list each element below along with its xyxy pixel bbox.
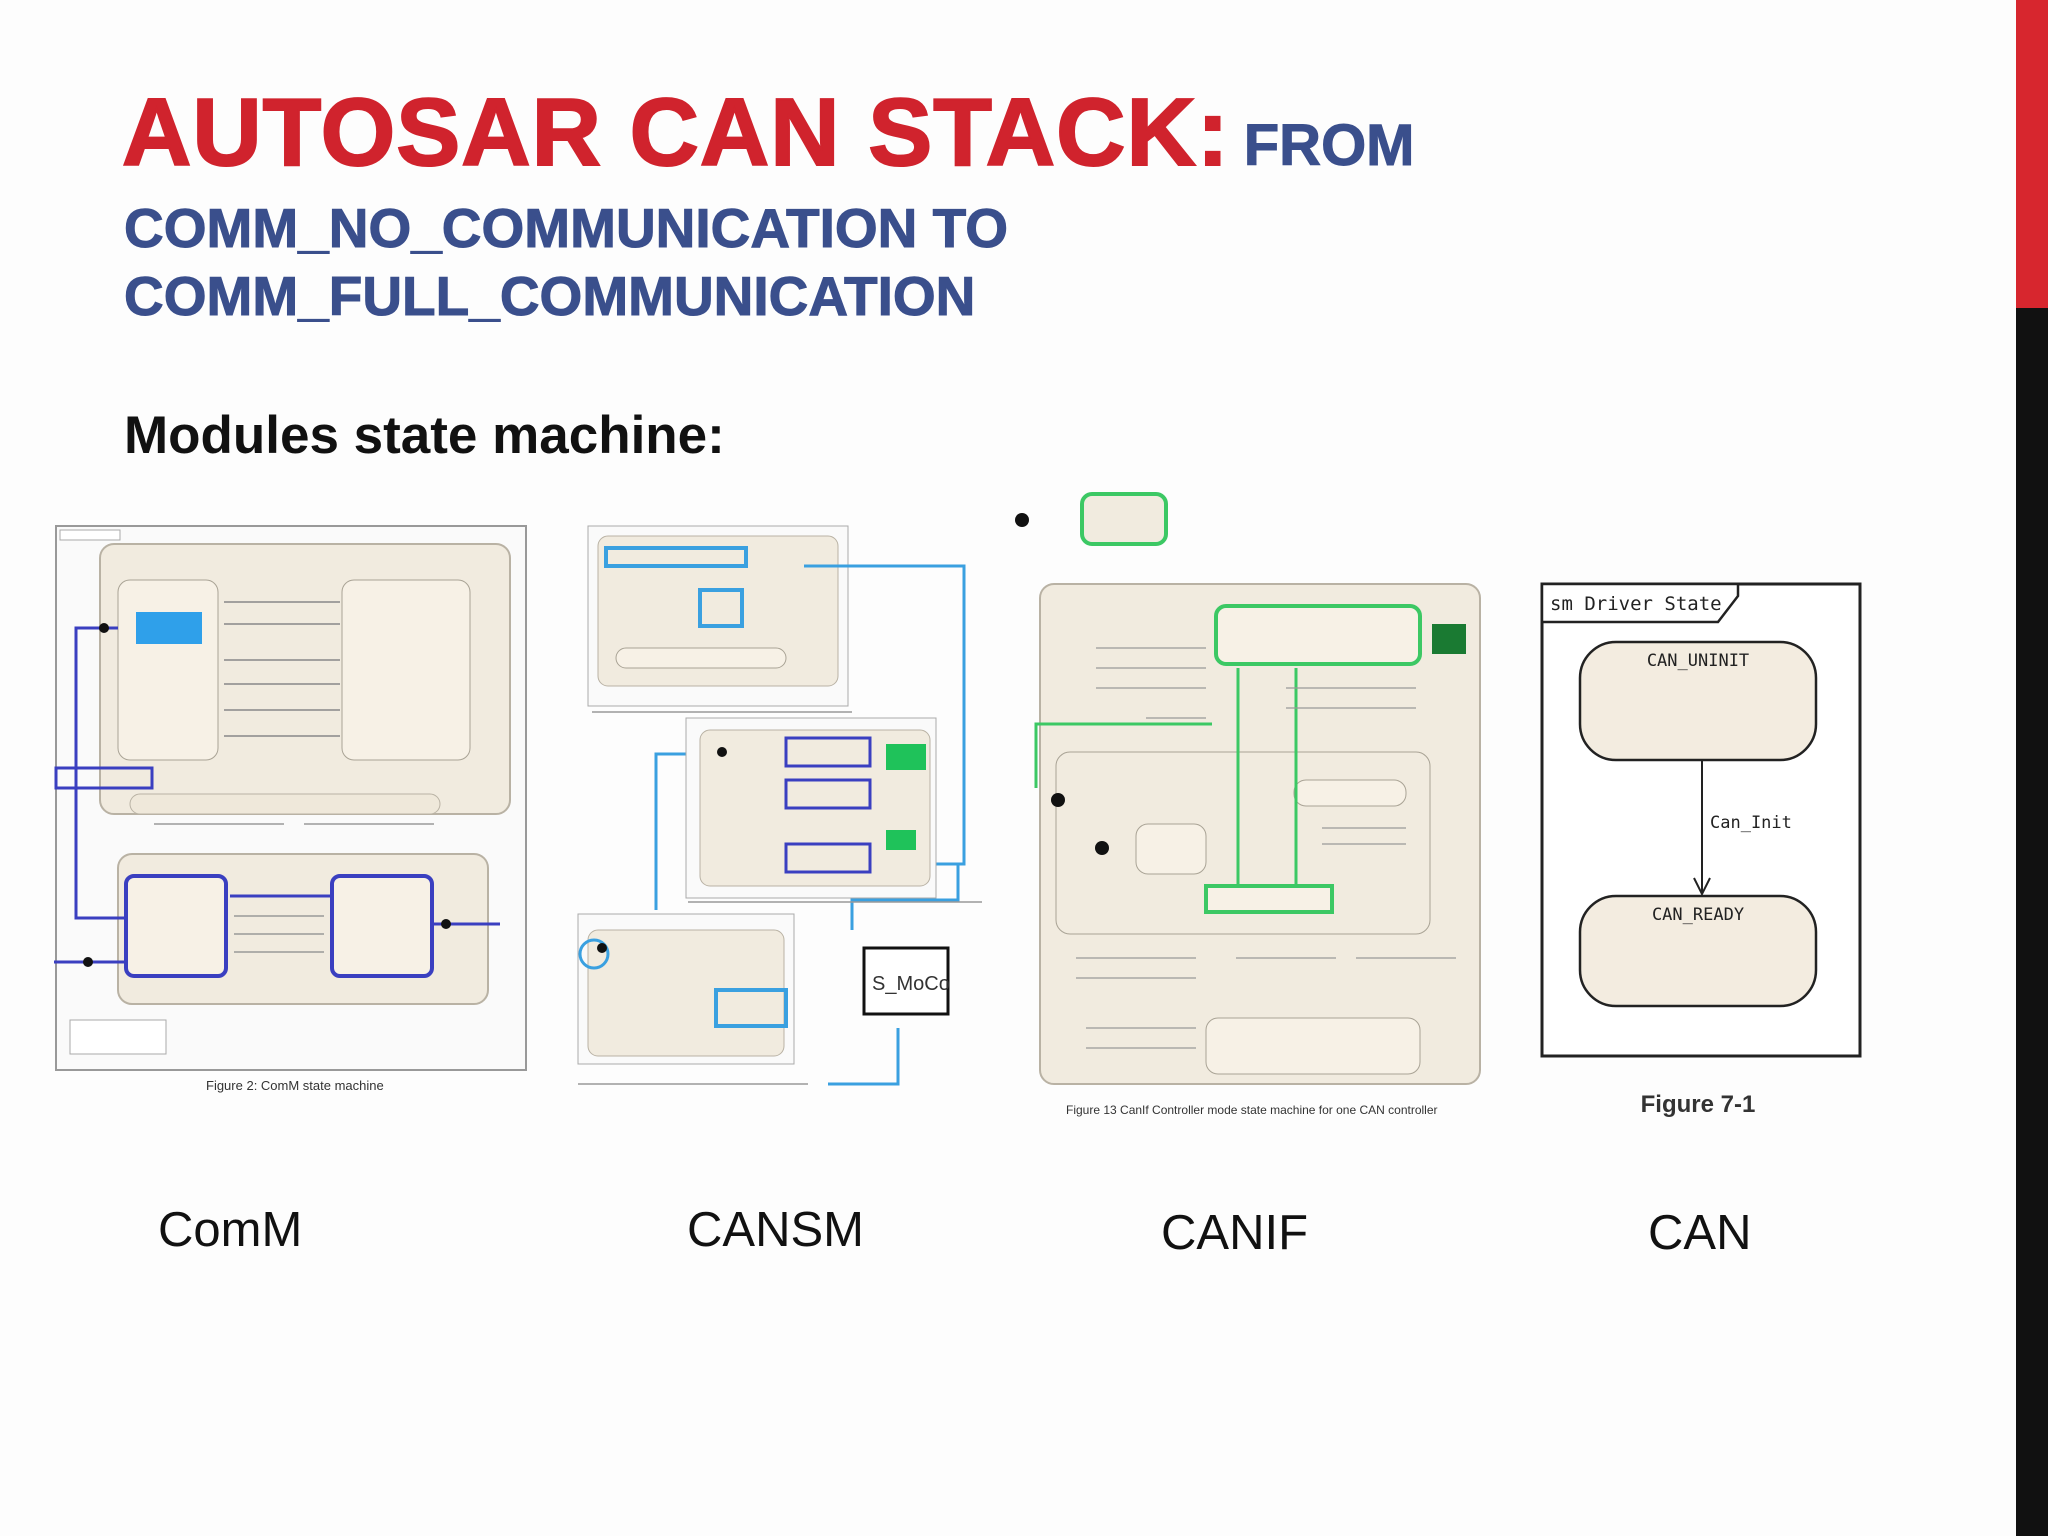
title-from: FROM [1243, 113, 1415, 179]
title-line-3: COMM_FULL_COMMUNICATION [123, 265, 976, 328]
accent-bar-black [2016, 308, 2048, 1536]
module-label-can: CAN [1648, 1206, 1752, 1260]
module-label-canif: CANIF [1161, 1206, 1308, 1260]
accent-bar-red [2016, 0, 2048, 308]
can-figure-caption: Figure 7-1 [1641, 1091, 1756, 1118]
comm-state-diagram: Figure 2: ComM state machine [54, 524, 534, 1094]
diagram-frame-title: sm Driver State [1550, 593, 1722, 615]
slide-title: AUTOSAR CAN STACK:FROM [121, 78, 1415, 188]
svg-text:Figure 2: ComM state machine: Figure 2: ComM state machine [206, 1078, 384, 1093]
transition-can-init: Can_Init [1710, 813, 1792, 833]
can-driver-state-diagram: sm Driver State CAN_UNINIT Can_Init CAN_… [1540, 582, 1864, 1122]
state-can-ready: CAN_READY [1652, 905, 1744, 925]
module-label-comm: ComM [158, 1203, 303, 1257]
title-main: AUTOSAR CAN STACK: [121, 78, 1230, 187]
section-heading: Modules state machine: [124, 406, 725, 465]
cansm-state-diagram: S_MoCo [572, 518, 1022, 1094]
state-can-uninit: CAN_UNINIT [1647, 651, 1749, 671]
cansm-annotation: S_MoCo [872, 973, 950, 995]
module-label-cansm: CANSM [687, 1203, 864, 1257]
title-line-2: COMM_NO_COMMUNICATION TO [123, 197, 1009, 260]
canif-figure-caption: Figure 13 CanIf Controller mode state ma… [1066, 1103, 1438, 1117]
canif-state-diagram: Figure 13 CanIf Controller mode state ma… [1006, 488, 1506, 1124]
